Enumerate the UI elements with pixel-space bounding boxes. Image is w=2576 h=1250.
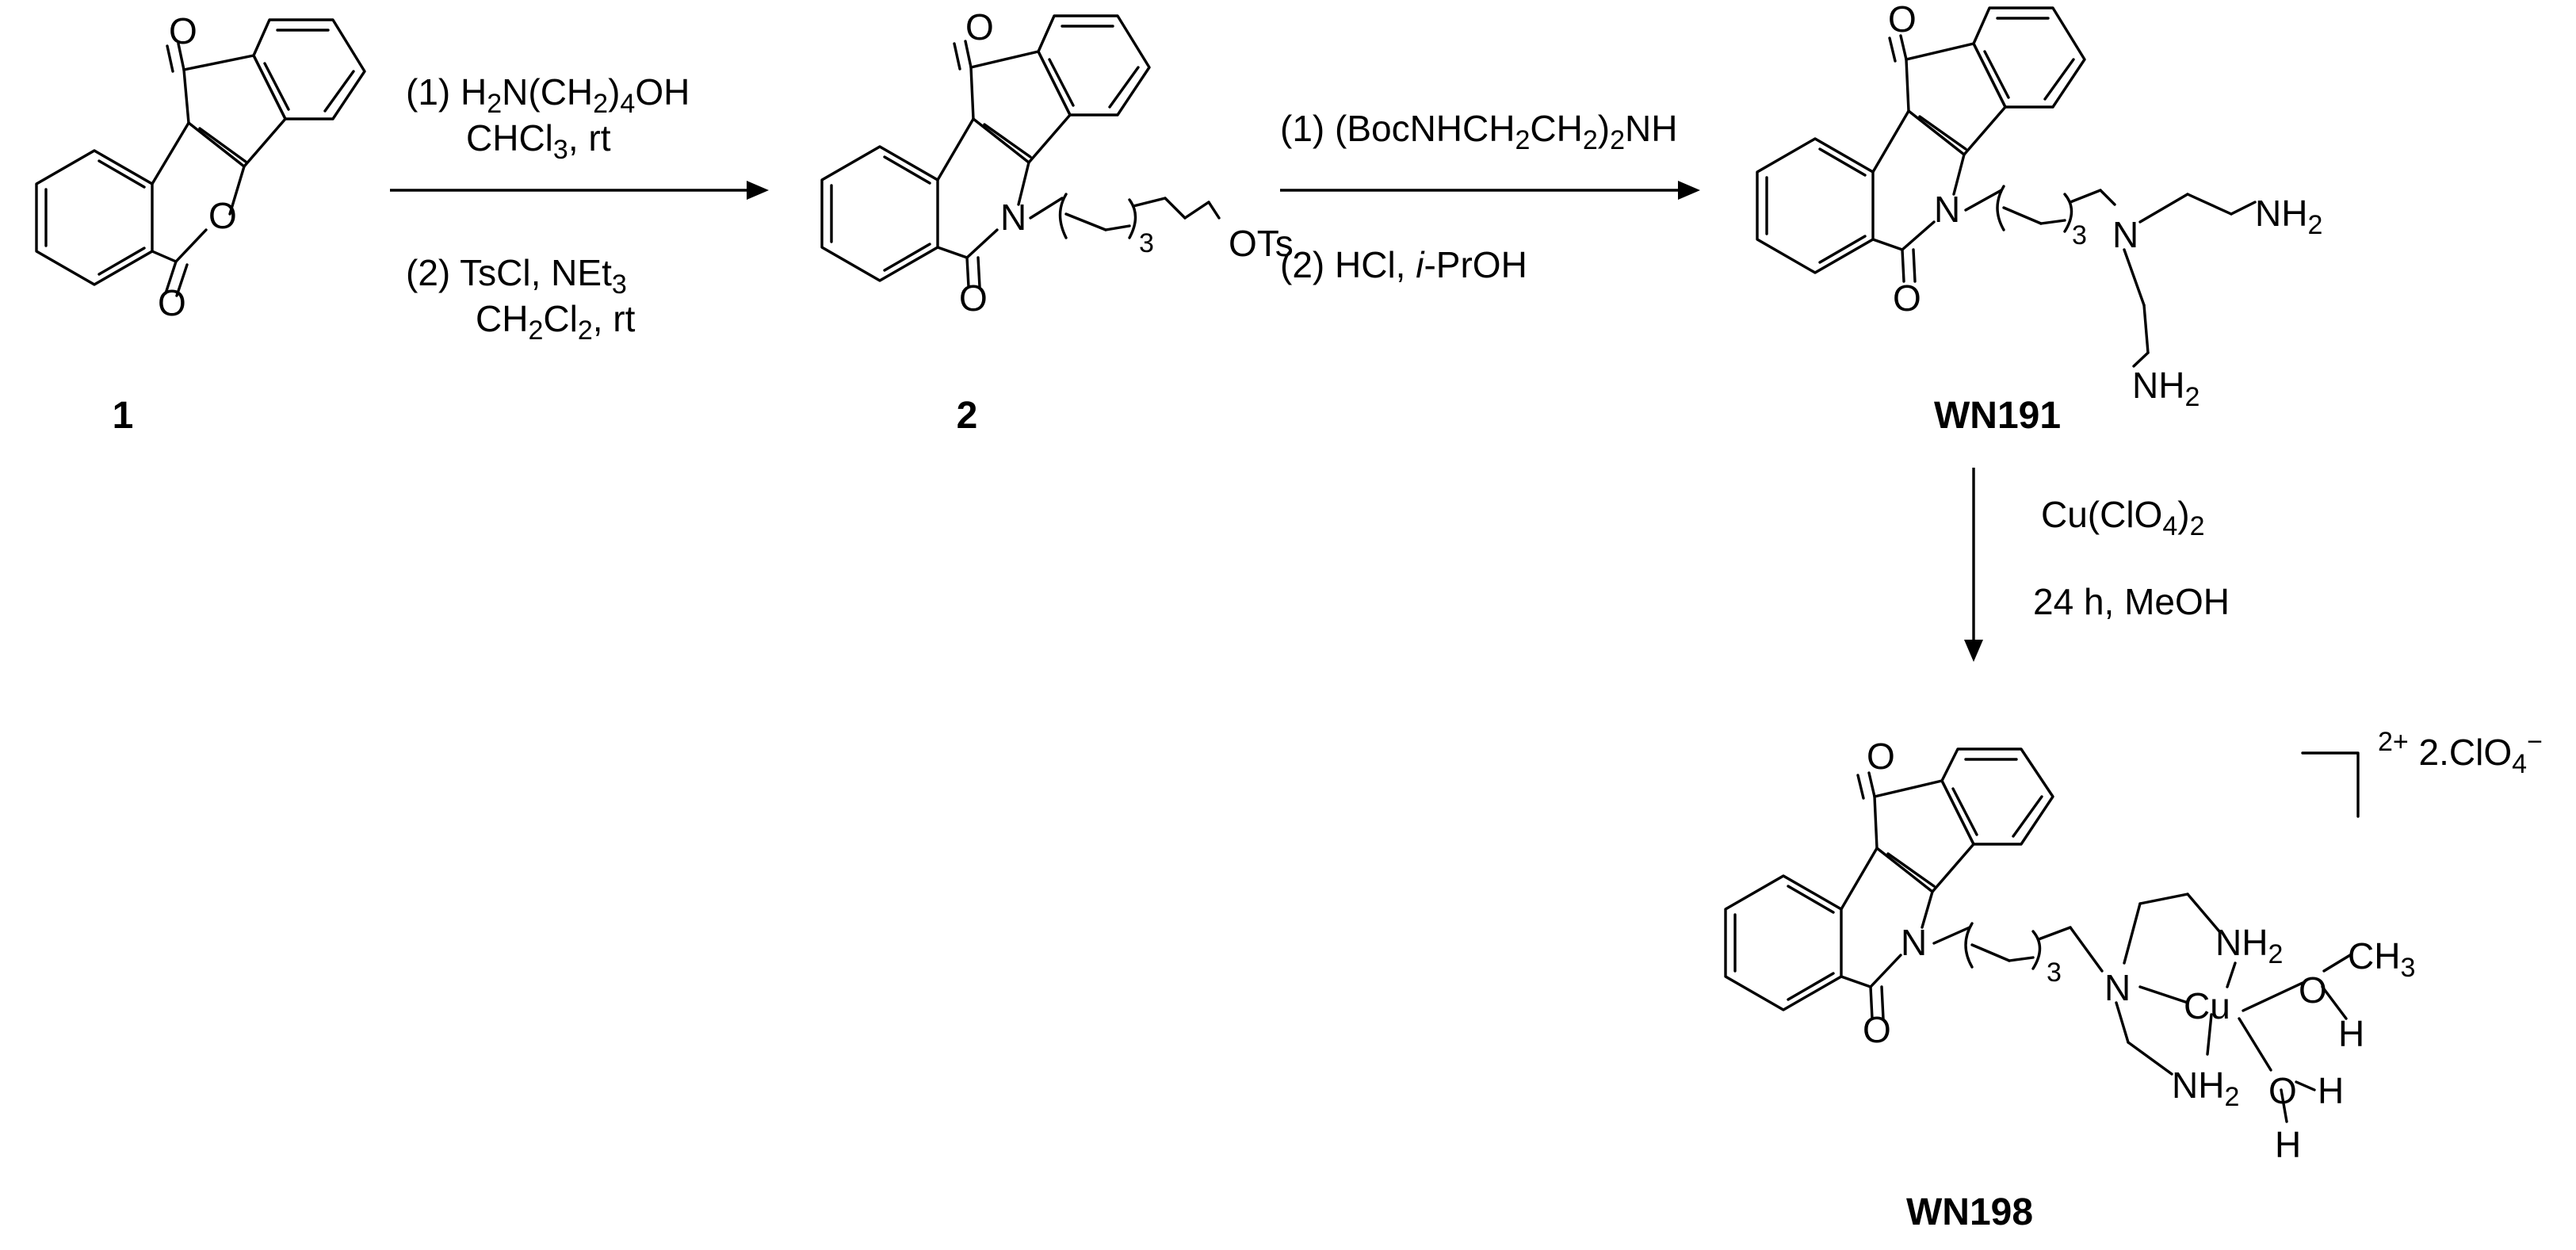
atom-o-carbonyl: O bbox=[959, 277, 988, 319]
arrow-step-1 bbox=[390, 181, 769, 200]
charge-text: 2+ 2.ClO4− bbox=[2378, 727, 2543, 779]
conditions-step-2: (1) (BocNHCH2CH2)2NH (2) HCl, i-PrOH bbox=[1280, 108, 1677, 285]
step-1-reagent-1: (1) H2N(CH2)4OH bbox=[406, 71, 690, 119]
atom-h-water-1: H bbox=[2318, 1070, 2344, 1111]
atom-n-tertiary: N bbox=[2104, 967, 2131, 1008]
step-1-solvent-1: CHCl3, rt bbox=[466, 117, 611, 165]
step-2-reagent-2: (2) HCl, i-PrOH bbox=[1280, 244, 1527, 285]
amine-nh2-lower: NH2 bbox=[2172, 1065, 2239, 1112]
compound-wn198-structure: O N O 3 N NH2 Cu NH2 O CH3 H O H H bbox=[1724, 736, 2415, 1165]
atom-o-ketone: O bbox=[965, 6, 994, 48]
atom-h-methanol: H bbox=[2338, 1013, 2364, 1054]
atom-o-ketone: O bbox=[1867, 736, 1895, 777]
atom-o-carbonyl: O bbox=[1863, 1009, 1891, 1050]
atom-o-ketone: O bbox=[169, 10, 197, 52]
compound-1-label: 1 bbox=[113, 395, 134, 437]
atom-o-water: O bbox=[2268, 1070, 2297, 1111]
compound-1-structure: O O O bbox=[35, 10, 366, 323]
step-1-solvent-2: CH2Cl2, rt bbox=[476, 298, 636, 346]
atom-o-ring: O bbox=[208, 195, 237, 236]
step-3-conditions: 24 h, MeOH bbox=[2033, 581, 2230, 622]
atom-o-methanol: O bbox=[2299, 969, 2327, 1011]
conditions-step-3: Cu(ClO4)2 24 h, MeOH bbox=[2033, 494, 2230, 622]
chain-count: 3 bbox=[2072, 220, 2087, 250]
atom-h-water-2: H bbox=[2275, 1124, 2301, 1165]
atom-n: N bbox=[1934, 189, 1960, 230]
step-3-reagent: Cu(ClO4)2 bbox=[2041, 494, 2205, 541]
atom-o-ketone: O bbox=[1888, 0, 1917, 40]
amine-nh2-2: NH2 bbox=[2132, 365, 2200, 412]
chain-count: 3 bbox=[2047, 958, 2062, 988]
compound-2-label: 2 bbox=[957, 395, 978, 437]
atom-o-carbonyl: O bbox=[1893, 277, 1921, 319]
group-ch3: CH3 bbox=[2348, 935, 2415, 983]
conditions-step-1: (1) H2N(CH2)4OH CHCl3, rt (2) TsCl, NEt3… bbox=[406, 71, 690, 346]
amine-nh2-1: NH2 bbox=[2255, 193, 2322, 240]
arrow-step-3 bbox=[1964, 468, 1983, 662]
compound-wn191-label: WN191 bbox=[1934, 395, 2061, 437]
atom-cu: Cu bbox=[2184, 985, 2230, 1026]
atom-n: N bbox=[1000, 197, 1026, 238]
atom-n: N bbox=[1901, 922, 1927, 963]
step-2-reagent-1: (1) (BocNHCH2CH2)2NH bbox=[1280, 108, 1677, 155]
atom-n-tertiary: N bbox=[2112, 214, 2138, 255]
group-ots: OTs bbox=[1229, 223, 1294, 264]
chain-count: 3 bbox=[1139, 228, 1154, 258]
arrow-step-2 bbox=[1280, 181, 1700, 200]
charge-bracket: 2+ 2.ClO4− bbox=[2301, 727, 2543, 818]
compound-wn198-label: WN198 bbox=[1906, 1191, 2033, 1233]
atom-o-carbonyl: O bbox=[158, 282, 186, 323]
compound-2-structure: O N O 3 OTs bbox=[820, 6, 1294, 319]
step-1-reagent-2: (2) TsCl, NEt3 bbox=[406, 252, 627, 300]
compound-wn191-structure: N O O 3 N NH2 NH2 bbox=[1756, 0, 2322, 412]
amine-nh2-upper: NH2 bbox=[2215, 922, 2283, 969]
